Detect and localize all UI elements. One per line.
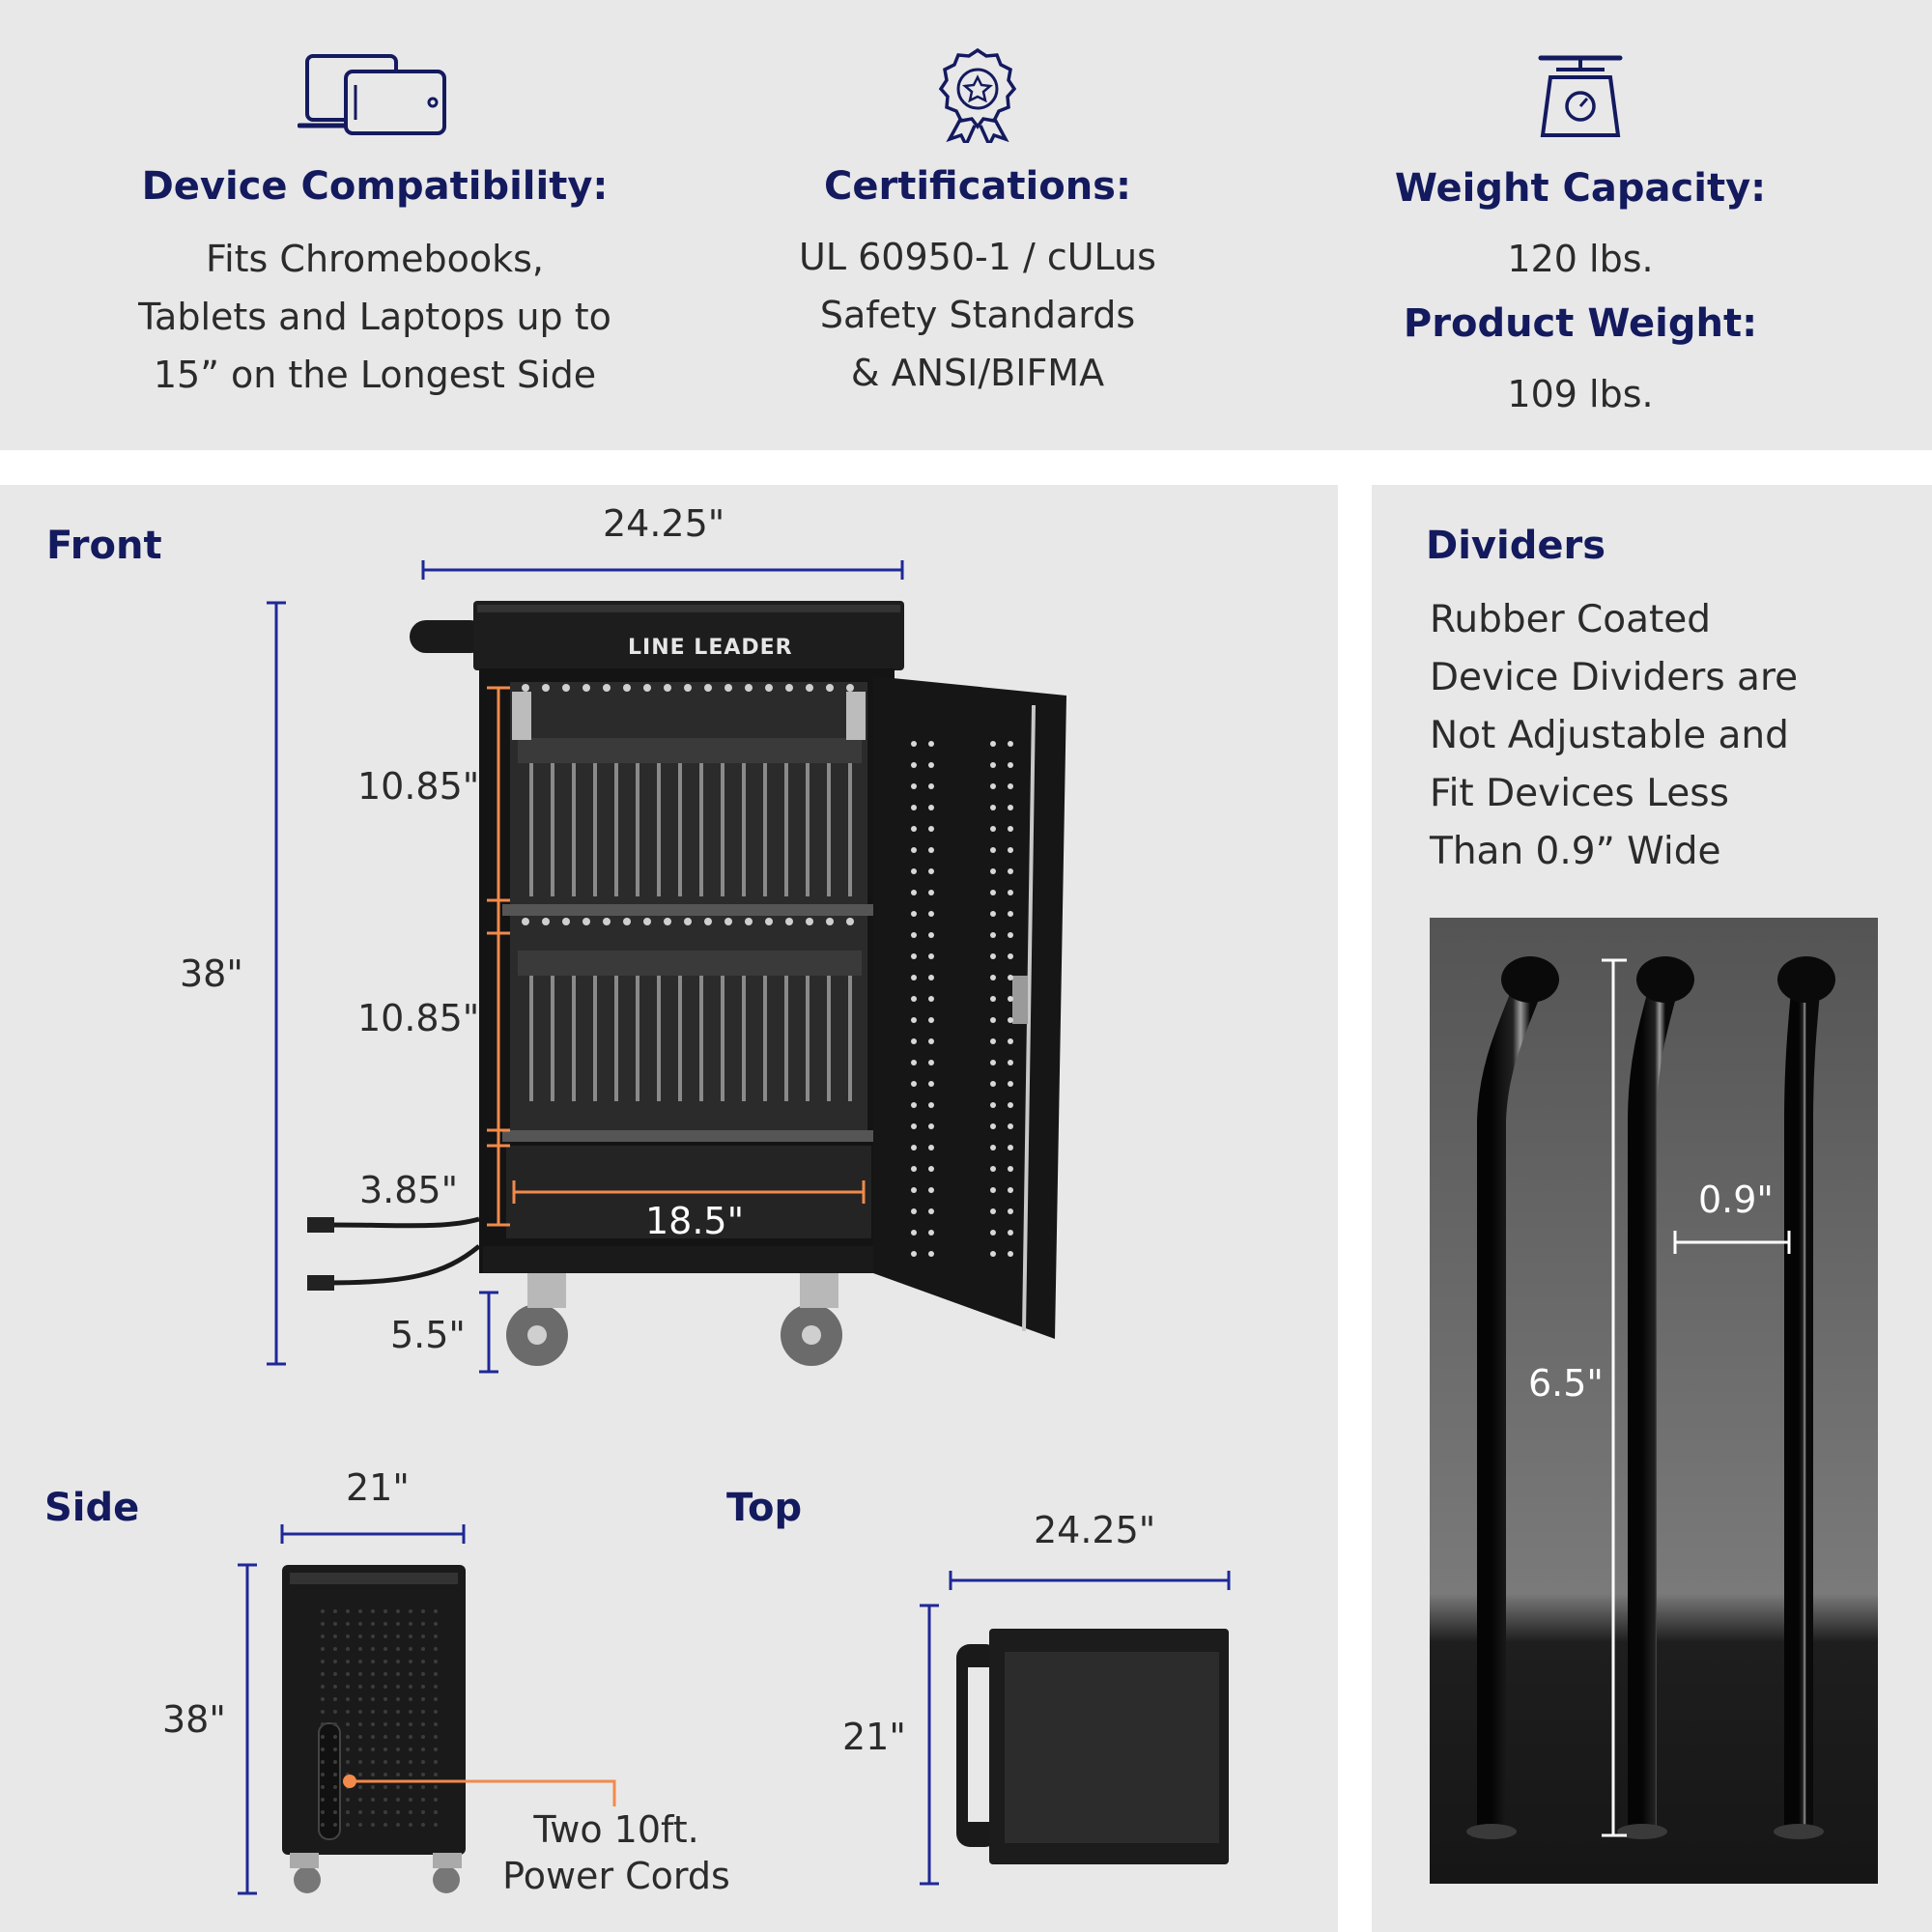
- feature-description: Fits Chromebooks, Tablets and Laptops up…: [66, 230, 684, 404]
- side-perforations: [321, 1609, 438, 1827]
- feature-line: Fits Chromebooks,: [206, 238, 544, 280]
- laptop-tablet-icon: [298, 54, 446, 135]
- dividers-photo: [1430, 918, 1878, 1884]
- door-perforations: [911, 741, 1013, 1257]
- upper-dividers: [529, 763, 852, 896]
- feature-line: 15” on the Longest Side: [153, 354, 597, 396]
- power-cord-callout: [343, 1775, 616, 1806]
- divider-line: Not Adjustable and: [1430, 714, 1789, 757]
- upper-shelf-height-label: 10.85": [357, 765, 480, 808]
- front-height-label: 38": [180, 952, 243, 995]
- top-section-title: Top: [726, 1486, 803, 1530]
- feature-line: Safety Standards: [819, 294, 1136, 336]
- feature-line: Tablets and Laptops up to: [138, 296, 611, 338]
- top-width-label: 24.25": [1034, 1509, 1156, 1551]
- lower-shelf-height-label: 10.85": [357, 997, 480, 1039]
- feature-line: UL 60950-1 / cULus: [799, 236, 1156, 278]
- bottom-bay-height-label: 3.85": [359, 1169, 459, 1211]
- side-section-title: Side: [44, 1486, 140, 1530]
- cart-front-image: [307, 601, 1066, 1366]
- front-dimension-lines: [267, 560, 904, 1374]
- divider-dimension-lines: [1602, 958, 1791, 1837]
- callout-line: Power Cords: [502, 1855, 730, 1897]
- caster-height-label: 5.5": [390, 1314, 466, 1356]
- front-section-title: Front: [46, 524, 162, 568]
- front-inner-dimension-lines: [487, 686, 866, 1227]
- award-ribbon-icon: [938, 47, 1017, 143]
- side-width-label: 21": [346, 1466, 410, 1509]
- cart-side-image: [282, 1565, 466, 1893]
- divider-line: Device Dividers are: [1430, 656, 1799, 699]
- top-depth-label: 21": [842, 1716, 906, 1758]
- divider-line: Fit Devices Less: [1430, 772, 1729, 815]
- side-height-label: 38": [162, 1698, 226, 1741]
- product-weight-title: Product Weight:: [1403, 301, 1758, 346]
- feature-title: Certifications:: [824, 164, 1131, 209]
- cart-top-image: [956, 1629, 1229, 1864]
- inner-width-label: 18.5": [645, 1200, 745, 1242]
- power-cord-callout-text: Two 10ft. Power Cords: [493, 1806, 740, 1899]
- feature-description: UL 60950-1 / cULus Safety Standards & AN…: [668, 228, 1287, 402]
- shelf-hooks: [522, 684, 854, 925]
- dividers-description: Rubber Coated Device Dividers are Not Ad…: [1430, 591, 1893, 881]
- side-dimension-lines: [238, 1524, 466, 1895]
- dividers-section-title: Dividers: [1426, 524, 1605, 568]
- front-width-label: 24.25": [603, 502, 725, 545]
- divider-gap-label: 0.9": [1698, 1179, 1774, 1221]
- product-weight-value: 109 lbs.: [1507, 373, 1654, 415]
- divider-height-label: 6.5": [1528, 1362, 1604, 1405]
- brand-logo-text: LINE LEADER: [628, 636, 793, 660]
- top-dimension-lines: [920, 1571, 1231, 1886]
- lower-dividers: [529, 976, 852, 1101]
- feature-title: Device Compatibility:: [141, 164, 609, 209]
- feature-line: & ANSI/BIFMA: [850, 352, 1105, 394]
- scale-icon: [1538, 55, 1623, 137]
- divider-line: Than 0.9” Wide: [1430, 830, 1721, 873]
- callout-line: Two 10ft.: [533, 1808, 699, 1851]
- weight-capacity-value: 120 lbs.: [1507, 238, 1654, 280]
- weight-capacity-title: Weight Capacity:: [1394, 166, 1767, 211]
- divider-line: Rubber Coated: [1430, 598, 1712, 641]
